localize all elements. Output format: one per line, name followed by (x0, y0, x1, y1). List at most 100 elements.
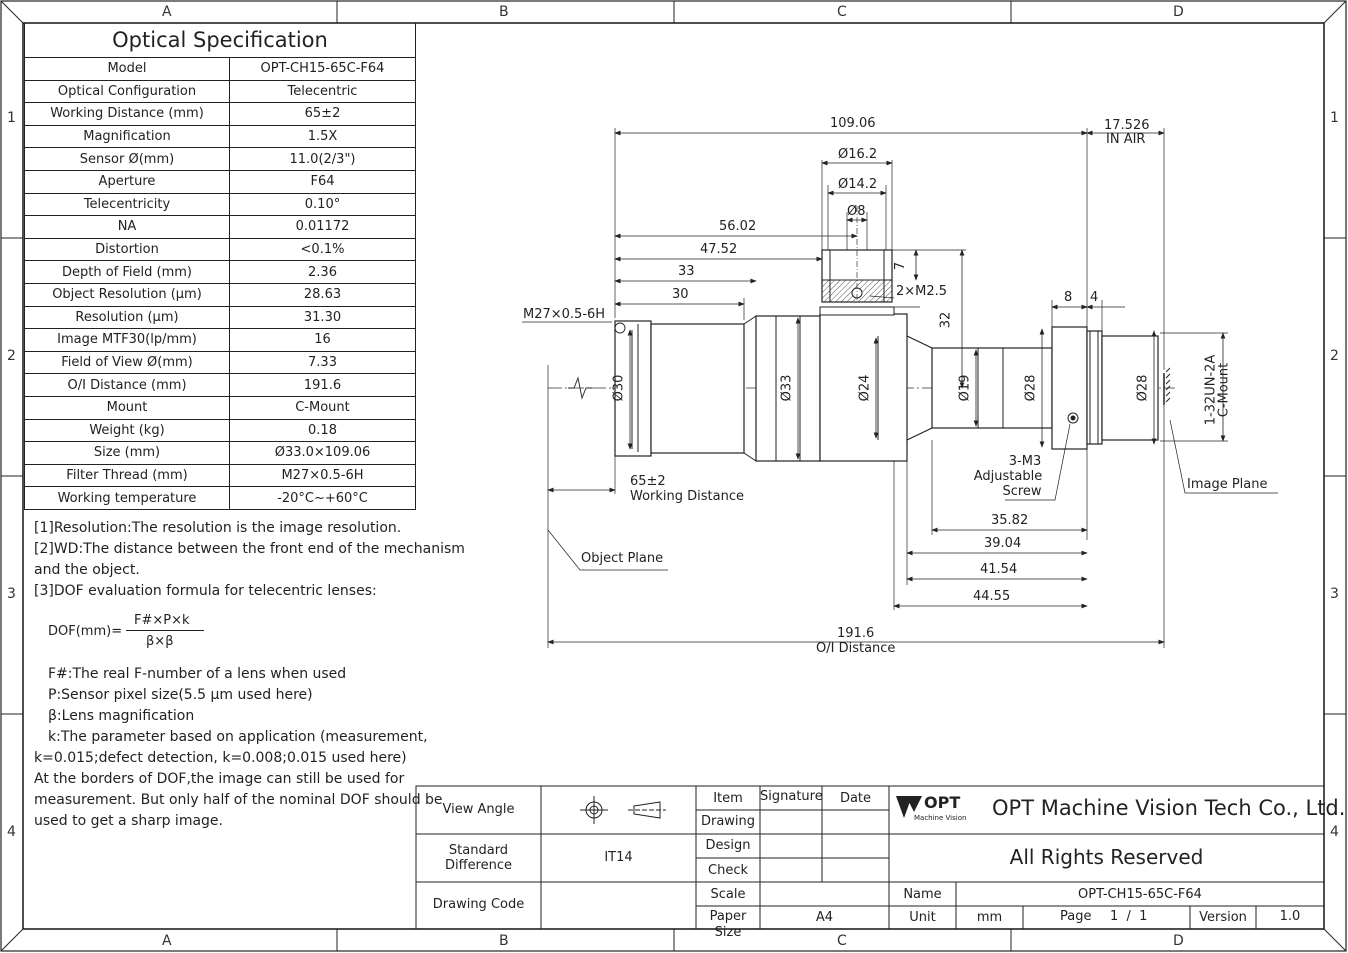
spec-row: O/I Distance (mm)191.6 (24, 373, 416, 397)
paper-size-value: A4 (815, 910, 834, 925)
zone-col-a-bottom: A (162, 933, 172, 949)
unit-label: Unit (909, 910, 936, 925)
zone-row-1-left: 1 (7, 110, 16, 126)
note-borders-3: used to get a sharp image. (34, 813, 223, 829)
scale-label: Scale (710, 887, 746, 902)
spec-label: Mount (24, 395, 230, 420)
drawing-label: Drawing (700, 814, 756, 829)
dim-8: 8 (1064, 290, 1073, 305)
logo-text: OPT (924, 793, 961, 812)
spec-row: Working temperature-20°C~+60°C (24, 486, 416, 510)
dim-191-6: 191.6 (837, 626, 875, 641)
zone-row-4-left: 4 (7, 824, 16, 840)
note-pixel: P:Sensor pixel size(5.5 μm used here) (48, 687, 313, 703)
spec-row: Depth of Field (mm)2.36 (24, 260, 416, 284)
screw-label-3: Screw (1002, 484, 1042, 499)
image-plane-label: Image Plane (1187, 477, 1268, 492)
zone-row-3-left: 3 (7, 586, 16, 602)
name-value: OPT-CH15-65C-F64 (1078, 887, 1202, 902)
note-fnumber: F#:The real F-number of a lens when used (48, 666, 347, 682)
spec-value: M27×0.5-6H (229, 463, 416, 488)
note-magnification: β:Lens magnification (48, 708, 195, 724)
spec-value: Telecentric (229, 79, 416, 104)
design-label: Design (705, 838, 751, 853)
spec-value: 0.10° (229, 192, 416, 217)
spec-row: Field of View Ø(mm)7.33 (24, 350, 416, 375)
dim-dia-16-2: Ø16.2 (838, 147, 878, 162)
spec-label: Working Distance (mm) (24, 102, 230, 126)
version-label: Version (1199, 910, 1247, 925)
unit-value: mm (976, 910, 1003, 925)
projection-symbol-icon (580, 796, 666, 824)
dim-4: 4 (1090, 290, 1099, 305)
spec-label: Magnification (24, 124, 230, 149)
dim-in-air: IN AIR (1106, 132, 1146, 147)
zone-col-c-top: C (837, 4, 847, 20)
oi-distance-label: O/I Distance (816, 641, 896, 656)
spec-row: Size (mm)Ø33.0×109.06 (24, 441, 416, 465)
standard-difference-label-1: Standard (448, 843, 509, 858)
note-borders-1: At the borders of DOF,the image can stil… (34, 771, 405, 787)
dim-35-82: 35.82 (991, 513, 1029, 528)
zone-col-d-bottom: D (1173, 933, 1184, 949)
note-borders-2: measurement. But only half of the nomina… (34, 792, 443, 808)
dim-44-55: 44.55 (973, 589, 1011, 604)
zone-row-4-right: 4 (1330, 824, 1339, 840)
note-dof: [3]DOF evaluation formula for telecentri… (34, 583, 377, 599)
zone-row-1-right: 1 (1330, 110, 1339, 126)
spec-label: Resolution (μm) (24, 305, 230, 330)
spec-value: C-Mount (229, 395, 416, 420)
paper-size-label: Paper Size (709, 909, 747, 940)
dim-47-52: 47.52 (700, 242, 738, 257)
formula-numerator: F#×P×k (134, 613, 190, 628)
logo-subtitle: Machine Vision (914, 814, 967, 822)
spec-title: Optical Specification (24, 23, 416, 58)
screw-label-2: Adjustable (973, 469, 1043, 484)
page-value: 1 / 1 (1110, 909, 1148, 924)
dim-total-length: 109.06 (830, 116, 876, 131)
spec-row: Working Distance (mm)65±2 (24, 102, 416, 126)
formula-denominator: β×β (146, 634, 174, 649)
spec-row: Sensor Ø(mm)11.0(2/3") (24, 147, 416, 171)
note-k-line1: k:The parameter based on application (me… (48, 729, 428, 745)
spec-value: 1.5X (229, 124, 416, 149)
tolerance-value: IT14 (604, 850, 633, 865)
note-k-line2: k=0.015;defect detection, k=0.008;0.015 … (34, 750, 407, 766)
note-wd-line1: [2]WD:The distance between the front end… (34, 541, 465, 557)
zone-row-2-right: 2 (1330, 348, 1339, 364)
spec-label: Weight (kg) (24, 418, 230, 443)
view-angle-label: View Angle (442, 802, 515, 817)
formula-lhs: DOF(mm)= (48, 624, 123, 639)
screw-label-1: 3-M3 (1008, 454, 1042, 469)
spec-label: Field of View Ø(mm) (24, 350, 230, 375)
zone-col-b-bottom: B (499, 933, 509, 949)
date-label: Date (839, 791, 872, 806)
note-wd-line2: and the object. (34, 562, 140, 578)
all-rights-reserved: All Rights Reserved (1009, 845, 1204, 869)
spec-label: Optical Configuration (24, 79, 230, 104)
thread-spec-label: M27×0.5-6H (523, 307, 606, 322)
drawing-code-label: Drawing Code (432, 897, 525, 912)
spec-row: Distortion<0.1% (24, 237, 416, 262)
zone-col-c-bottom: C (837, 933, 847, 949)
spec-label: Telecentricity (24, 192, 230, 217)
zone-col-d-top: D (1173, 4, 1184, 20)
signature-label: Signature (760, 789, 823, 804)
spec-row: Weight (kg)0.18 (24, 418, 416, 443)
object-plane-label: Object Plane (581, 551, 664, 566)
name-label: Name (903, 887, 942, 902)
wd-value: 65±2 (630, 474, 666, 489)
spec-value: 28.63 (229, 282, 416, 307)
spec-row: Image MTF30(lp/mm)16 (24, 328, 416, 352)
version-value: 1.0 (1279, 909, 1301, 924)
dim-39-04: 39.04 (984, 536, 1022, 551)
dim-2xm2-5: 2×M2.5 (896, 284, 948, 299)
